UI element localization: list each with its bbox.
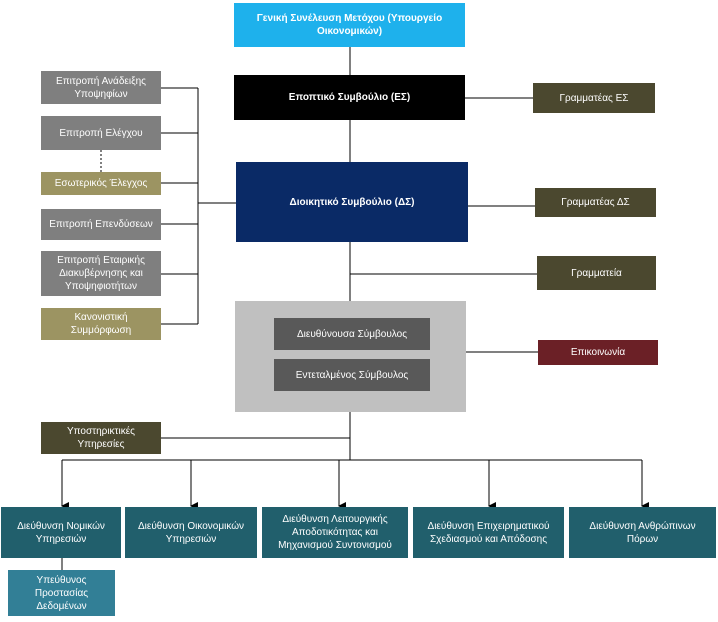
directorate-planning-box: Διεύθυνση Επιχειρηματικού Σχεδιασμού και…	[413, 507, 564, 558]
supervisory-board-box: Εποπτικό Συμβούλιο (ΕΣ)	[234, 75, 465, 120]
secretariat-box: Γραμματεία	[537, 256, 656, 290]
executive-director-box: Εντεταλμένος Σύμβουλος	[274, 359, 430, 391]
committee-governance-box: Επιτροπή Εταιρικής Διακυβέρνησης και Υπο…	[41, 251, 161, 296]
board-secretary-box: Γραμματέας ΔΣ	[535, 188, 656, 217]
committee-investment-box: Επιτροπή Επενδύσεων	[41, 209, 161, 240]
directorate-finance-box: Διεύθυνση Οικονομικών Υπηρεσιών	[125, 507, 257, 558]
ceo-box: Διευθύνουσα Σύμβουλος	[274, 318, 430, 350]
committee-audit-box: Επιτροπή Ελέγχου	[41, 116, 161, 150]
directorate-legal-box: Διεύθυνση Νομικών Υπηρεσιών	[1, 507, 121, 558]
general-assembly-box: Γενική Συνέλευση Μετόχου (Υπουργείο Οικο…	[234, 3, 465, 47]
committee-nomination-box: Επιτροπή Ανάδειξης Υποψηφίων	[41, 71, 161, 104]
internal-audit-box: Εσωτερικός Έλεγχος	[41, 172, 161, 195]
directorate-hr-box: Διεύθυνση Ανθρώπινων Πόρων	[569, 507, 716, 558]
communication-box: Επικοινωνία	[538, 340, 658, 365]
compliance-box: Κανονιστική Συμμόρφωση	[41, 308, 161, 340]
board-of-directors-box: Διοικητικό Συμβούλιο (ΔΣ)	[236, 162, 468, 242]
directorate-operational-box: Διεύθυνση Λειτουργικής Αποδοτικότητας κα…	[262, 507, 408, 558]
dpo-box: Υπεύθυνος Προστασίας Δεδομένων	[8, 570, 115, 616]
supervisory-secretary-box: Γραμματέας ΕΣ	[533, 83, 655, 113]
support-services-box: Υποστηρικτικές Υπηρεσίες	[41, 422, 161, 454]
